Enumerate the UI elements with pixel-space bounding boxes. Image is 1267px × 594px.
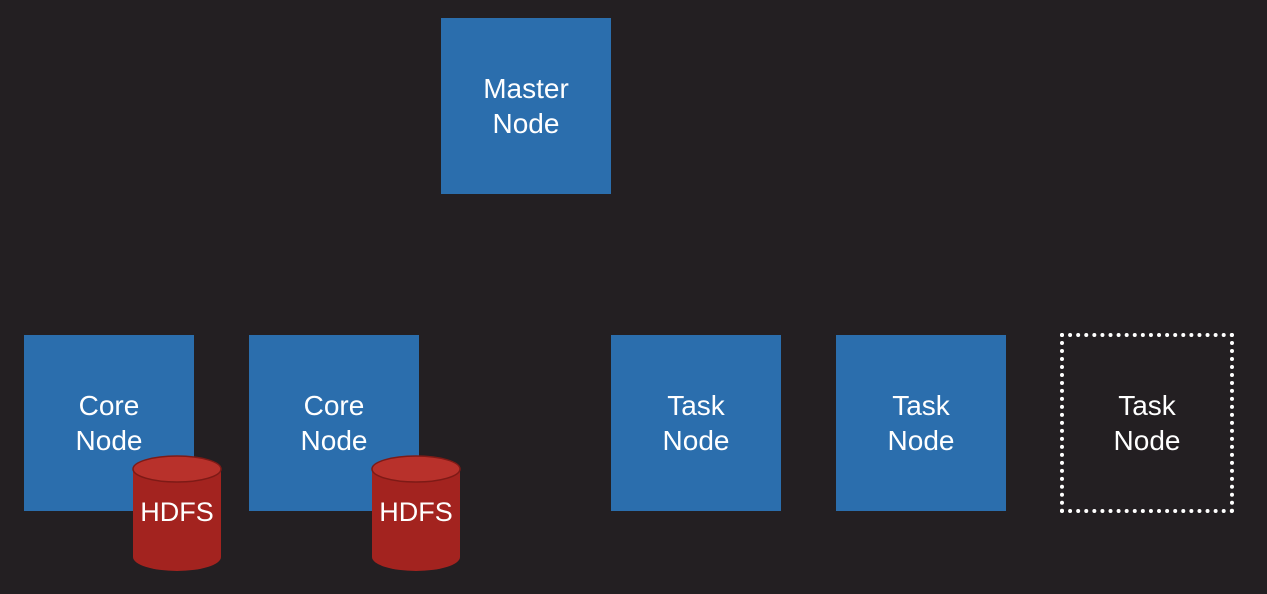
hdfs-label: HDFS — [379, 497, 453, 527]
task-node-label: Task Node — [887, 390, 955, 456]
task-node-label: Task Node — [1113, 390, 1181, 456]
hdfs-storage-1: HDFS — [132, 455, 222, 573]
master-node-label: Master Node — [483, 73, 569, 139]
core-node-label: Core Node — [300, 390, 368, 456]
master-node: Master Node — [441, 18, 611, 194]
database-cylinder-icon — [132, 455, 222, 571]
core-node-label: Core Node — [75, 390, 143, 456]
database-cylinder-icon — [371, 455, 461, 571]
hdfs-storage-2: HDFS — [371, 455, 461, 573]
task-node-2: Task Node — [836, 335, 1006, 511]
core-node-1: Core Node — [24, 335, 194, 511]
task-node-3-optional: Task Node — [1060, 333, 1234, 513]
task-node-1: Task Node — [611, 335, 781, 511]
hdfs-label: HDFS — [140, 497, 214, 527]
task-node-label: Task Node — [662, 390, 730, 456]
